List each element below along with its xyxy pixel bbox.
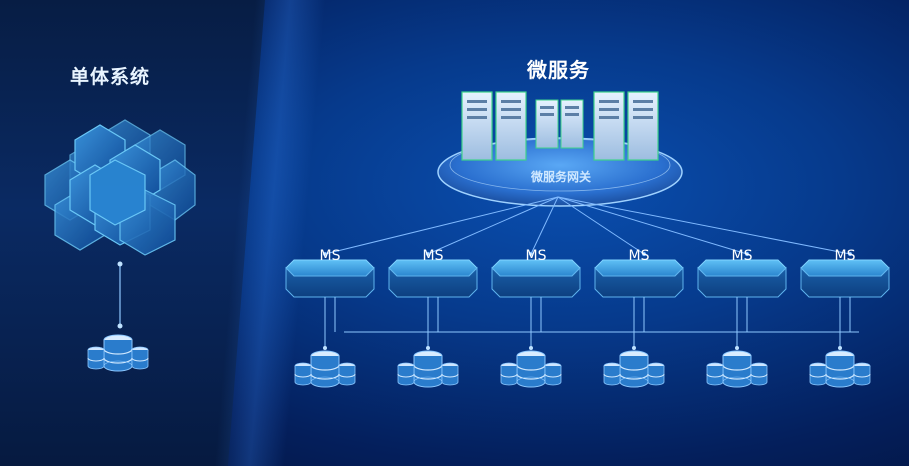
gateway-service-lines bbox=[322, 196, 853, 257]
microservices-title: 微服务 bbox=[527, 58, 590, 82]
gateway-line bbox=[557, 196, 748, 255]
gateway-line-tip bbox=[744, 251, 750, 257]
gateway-line bbox=[324, 196, 559, 255]
service-database-icon bbox=[603, 350, 665, 388]
microservice-node bbox=[388, 259, 478, 298]
connector-dot bbox=[838, 346, 842, 350]
microservice-node bbox=[491, 259, 581, 298]
service-database-icon bbox=[500, 350, 562, 388]
service-database-icon bbox=[397, 350, 459, 388]
gateway-label: 微服务网关 bbox=[530, 170, 591, 184]
gateway-line-tip bbox=[425, 251, 431, 257]
gateway-line bbox=[530, 196, 559, 255]
service-database-icon bbox=[706, 350, 768, 388]
connector-dot bbox=[426, 346, 430, 350]
service-database-icon bbox=[294, 350, 356, 388]
gateway-line-tip bbox=[847, 251, 853, 257]
monolith-title: 单体系统 bbox=[70, 66, 151, 88]
connector-dot bbox=[632, 346, 636, 350]
gateway-line bbox=[557, 196, 851, 255]
gateway-line bbox=[427, 196, 559, 255]
server-rack-icon bbox=[461, 91, 659, 161]
connector-dot bbox=[323, 346, 327, 350]
microservice-node bbox=[697, 259, 787, 298]
gateway-line-tip bbox=[528, 251, 534, 257]
microservice-label: MS bbox=[422, 248, 444, 264]
microservice-label: MS bbox=[319, 248, 341, 264]
gateway-line-tip bbox=[322, 251, 328, 257]
service-database-icon bbox=[809, 350, 871, 388]
microservice-node bbox=[594, 259, 684, 298]
connector-dot bbox=[529, 346, 533, 350]
microservice-label: MS bbox=[628, 248, 650, 264]
microservice-node bbox=[285, 259, 375, 298]
microservice-node bbox=[800, 259, 890, 298]
monolith-hexagon-cluster bbox=[44, 119, 196, 256]
monolith-database-icon bbox=[87, 334, 149, 372]
microservice-label: MS bbox=[525, 248, 547, 264]
microservice-label: MS bbox=[834, 248, 856, 264]
connector-dot bbox=[735, 346, 739, 350]
microservice-label: MS bbox=[731, 248, 753, 264]
gateway-line bbox=[557, 196, 645, 255]
gateway-line-tip bbox=[641, 251, 647, 257]
